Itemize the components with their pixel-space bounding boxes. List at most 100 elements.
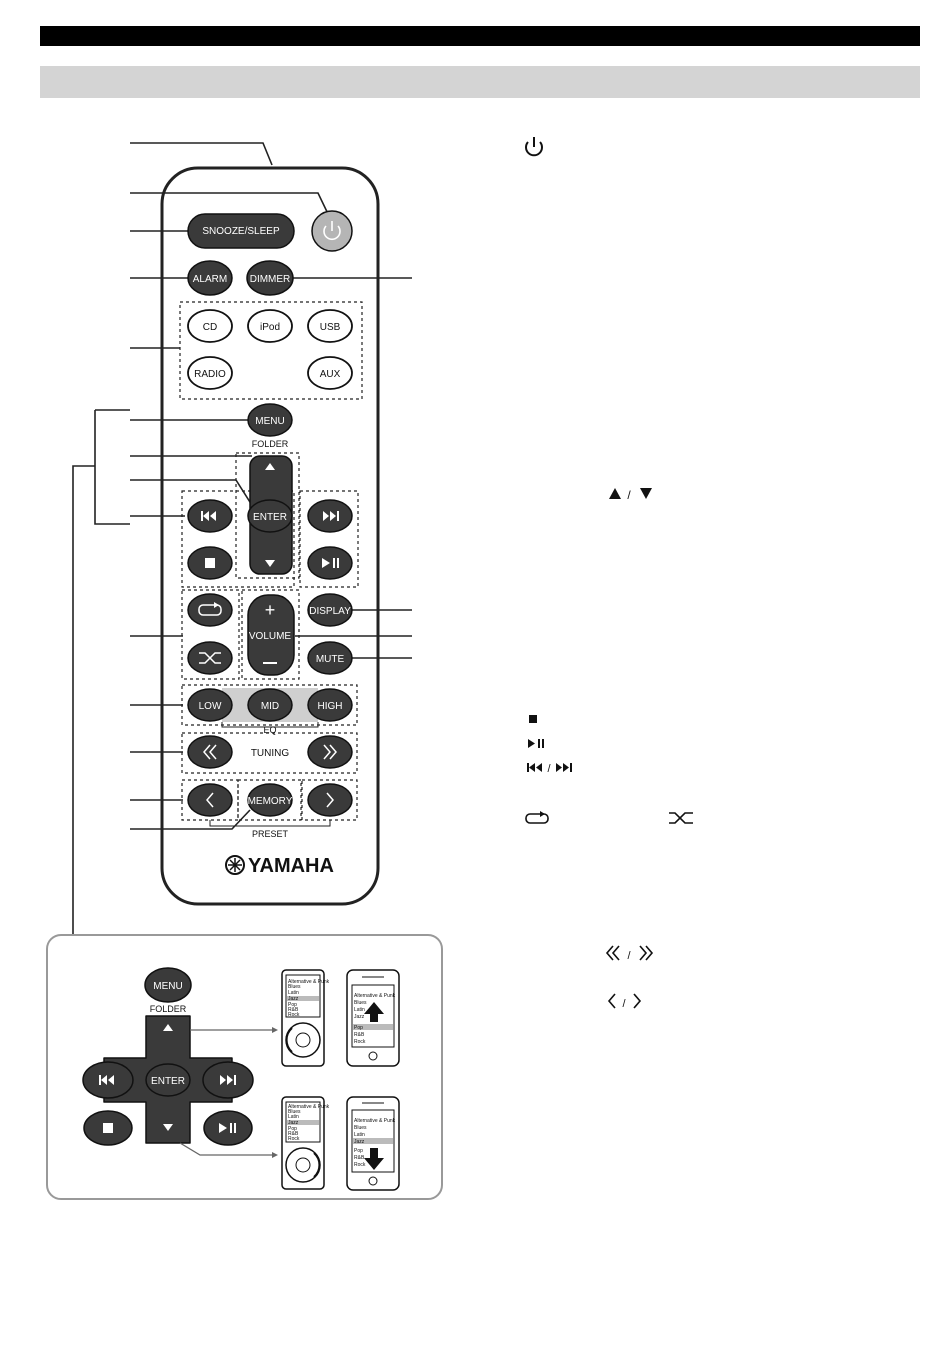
memory-button[interactable] — [247, 783, 293, 817]
snooze-sleep-button[interactable] — [187, 213, 295, 249]
skip-back-icon — [201, 511, 216, 521]
repeat-arrow-icon-right — [540, 811, 545, 817]
usb-button[interactable] — [307, 309, 353, 343]
play-pause-icon — [322, 558, 339, 568]
shuffle-icon-right — [669, 812, 693, 824]
svg-text:R&B: R&B — [288, 1131, 299, 1137]
ipod-label: iPod — [260, 322, 280, 333]
eq-high-label: HIGH — [318, 701, 343, 712]
svg-text:Blues: Blues — [288, 1109, 301, 1115]
callout-lines — [72, 142, 412, 935]
svg-text:Alternative & Punk: Alternative & Punk — [354, 993, 396, 999]
eq-low-button[interactable] — [187, 688, 233, 722]
svg-text:Latin: Latin — [354, 1132, 365, 1138]
svg-text:Rock: Rock — [288, 1012, 300, 1018]
inset-enter-button[interactable] — [145, 1063, 191, 1097]
svg-text:Alternative & Punk: Alternative & Punk — [354, 1118, 396, 1124]
svg-text:Blues: Blues — [354, 1125, 367, 1131]
ipod-button[interactable] — [247, 309, 293, 343]
menu-label: MENU — [255, 416, 284, 427]
inset-play-pause-icon — [219, 1123, 236, 1133]
yamaha-logo: YAMAHA — [225, 855, 334, 877]
menu-button[interactable] — [247, 403, 293, 437]
preset-up-icon — [326, 792, 334, 808]
svg-text:Latin: Latin — [354, 1007, 365, 1013]
folder-down-icon[interactable] — [265, 560, 275, 567]
eq-high-button[interactable] — [307, 688, 353, 722]
aux-button[interactable] — [307, 356, 353, 390]
display-button[interactable] — [307, 593, 353, 627]
skip-icons-right — [527, 763, 572, 772]
preset-down-button[interactable] — [187, 783, 233, 817]
cd-button[interactable] — [187, 309, 233, 343]
power-icon — [323, 221, 341, 241]
volume-rocker[interactable] — [247, 594, 295, 676]
play-pause-icon-right — [528, 739, 544, 748]
svg-text:Pop: Pop — [354, 1025, 363, 1031]
svg-text:R&B: R&B — [354, 1155, 365, 1161]
tuning-label: TUNING — [251, 748, 290, 759]
ipod-device-up — [281, 969, 325, 1067]
enter-button[interactable] — [247, 499, 293, 533]
alarm-label: ALARM — [193, 274, 227, 285]
repeat-icon-right — [525, 813, 549, 824]
svg-text:Alternative & Punk: Alternative & Punk — [288, 1104, 330, 1110]
ipod-menu-list-up: Alternative & Punk Blues Jazz Latin Pop … — [288, 979, 330, 1018]
svg-text:Jazz: Jazz — [354, 1139, 365, 1145]
svg-text:R&B: R&B — [354, 1032, 365, 1038]
inset-folder-up-icon[interactable] — [163, 1024, 173, 1031]
preset-up-button[interactable] — [307, 783, 353, 817]
repeat-button[interactable] — [187, 593, 233, 627]
svg-text:Rock: Rock — [288, 1136, 300, 1142]
mute-label: MUTE — [316, 654, 345, 665]
stop-icon-right — [529, 715, 537, 723]
volume-down-icon[interactable] — [263, 662, 277, 664]
tuning-icons-right — [605, 945, 654, 961]
iphone-device-up — [346, 969, 400, 1067]
skip-forward-icon — [323, 511, 339, 521]
aux-label: AUX — [320, 369, 341, 380]
svg-text:Jazz: Jazz — [288, 996, 299, 1002]
svg-text:Alternative & Punk: Alternative & Punk — [288, 979, 330, 985]
iphone-menu-list-up: Alternative & Punk Blues Latin Jazz Pop … — [354, 993, 396, 1045]
svg-text:Jazz: Jazz — [288, 1120, 299, 1126]
svg-text:Pop: Pop — [288, 1002, 297, 1008]
alarm-button[interactable] — [187, 260, 233, 296]
preset-icons-right — [607, 993, 642, 1009]
mute-button[interactable] — [307, 641, 353, 675]
svg-text:Blues: Blues — [354, 1000, 367, 1006]
button-group-frames — [179, 301, 363, 821]
inset-arrow-head-up — [272, 1027, 278, 1033]
iphone-device-down — [346, 1096, 400, 1191]
header-bar — [40, 26, 920, 46]
preset-separator: / — [622, 998, 626, 1010]
svg-text:Rock: Rock — [354, 1039, 366, 1045]
svg-text:R&B: R&B — [288, 1007, 299, 1013]
volume-up-icon[interactable]: + — [265, 600, 276, 620]
folder-up-icon[interactable] — [265, 463, 275, 470]
preset-bracket — [209, 820, 331, 827]
ipod-device-down — [281, 1096, 325, 1190]
radio-button[interactable] — [187, 356, 233, 390]
inset-play-pause-button[interactable] — [203, 1110, 253, 1146]
svg-text:Pop: Pop — [288, 1126, 297, 1132]
display-label: DISPLAY — [309, 606, 351, 617]
dimmer-button[interactable] — [246, 260, 294, 296]
folder-label: FOLDER — [252, 439, 289, 449]
inset-menu-label: MENU — [153, 981, 182, 992]
inset-folder-down-icon[interactable] — [163, 1124, 173, 1131]
svg-text:Latin: Latin — [288, 990, 299, 996]
inset-skip-forward-icon — [220, 1075, 236, 1085]
inset-menu-button[interactable] — [144, 967, 192, 1003]
preset-label: PRESET — [252, 829, 289, 839]
eq-mid-label: MID — [261, 701, 279, 712]
svg-text:Jazz: Jazz — [354, 1014, 365, 1020]
eq-mid-button[interactable] — [247, 688, 293, 722]
shuffle-icon — [199, 652, 221, 664]
memory-label: MEMORY — [248, 796, 293, 807]
skip-separator: / — [547, 763, 551, 775]
inset-stop-icon — [103, 1123, 113, 1133]
eq-label: EQ — [263, 725, 276, 735]
svg-text:Pop: Pop — [354, 1148, 363, 1154]
